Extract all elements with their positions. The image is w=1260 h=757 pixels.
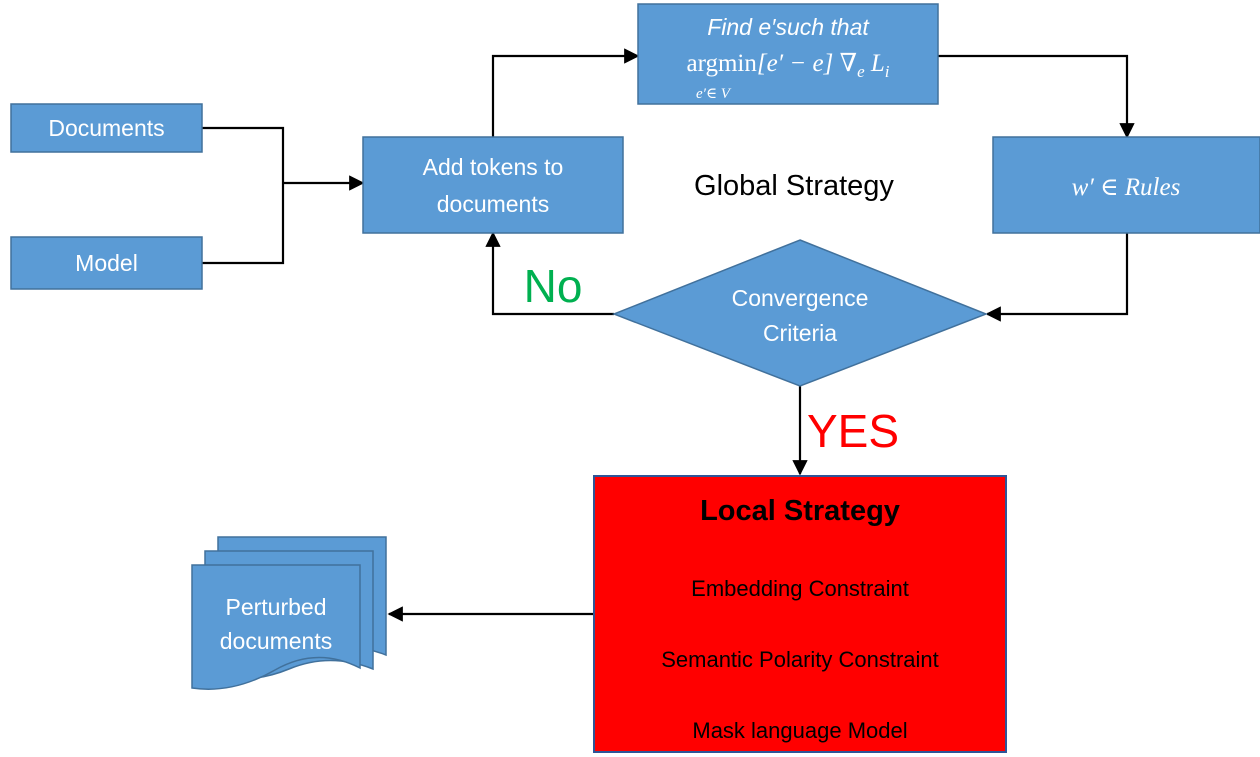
edge-convergence-no-to-add-tokens [485, 231, 614, 316]
yes-branch-label: YES [807, 405, 899, 457]
convergence-node: Convergence Criteria [611, 239, 989, 387]
local-strategy-item: Semantic Polarity Constraint [661, 647, 939, 672]
find-embedding-box [637, 3, 939, 105]
perturbed-documents-node: Perturbed documents [191, 536, 387, 690]
convergence-label-line1: Convergence [732, 285, 869, 311]
find-embedding-under: e′∈ V [696, 86, 732, 102]
perturbed-label-line2: documents [220, 628, 333, 654]
edge-model-to-junction [202, 183, 285, 265]
model-label: Model [75, 250, 138, 276]
documents-box [10, 103, 203, 153]
rules-box [992, 136, 1260, 234]
model-box [10, 236, 203, 290]
find-embedding-line1: Find e′such that [707, 14, 870, 40]
find-embedding-formula: argmin[e′ − e] ∇e Li [686, 50, 889, 81]
add-tokens-box [362, 136, 624, 234]
edge-rules-to-convergence [985, 233, 1129, 322]
global-strategy-label: Global Strategy [694, 170, 894, 202]
rules-node: w′ ∈ Rules [992, 136, 1260, 234]
find-embedding-node: Find e′such that argmin[e′ − e] ∇e Li e′… [637, 3, 939, 105]
no-branch-label: No [524, 260, 583, 312]
add-tokens-label-line1: Add tokens to [423, 154, 564, 180]
edge-documents-to-junction [202, 126, 285, 183]
edge-find-to-rules [938, 54, 1135, 139]
documents-node: Documents [10, 103, 203, 153]
add-tokens-label-line2: documents [437, 191, 550, 217]
connectors [202, 48, 1135, 622]
local-strategy-item: Mask language Model [692, 718, 907, 743]
documents-label: Documents [48, 115, 164, 141]
convergence-diamond [611, 239, 989, 387]
local-strategy-node: Local Strategy Embedding Constraint Sema… [593, 475, 1007, 753]
perturbed-label-line1: Perturbed [225, 594, 326, 620]
rules-label: w′ ∈ Rules [1072, 174, 1181, 201]
edge-add-tokens-to-find [491, 48, 640, 137]
document-stack-front [191, 564, 361, 690]
convergence-label-line2: Criteria [763, 320, 837, 346]
local-strategy-box [593, 475, 1007, 753]
local-strategy-item: Embedding Constraint [691, 576, 909, 601]
local-strategy-title: Local Strategy [700, 495, 900, 527]
model-node: Model [10, 236, 203, 290]
add-tokens-node: Add tokens to documents [362, 136, 624, 234]
